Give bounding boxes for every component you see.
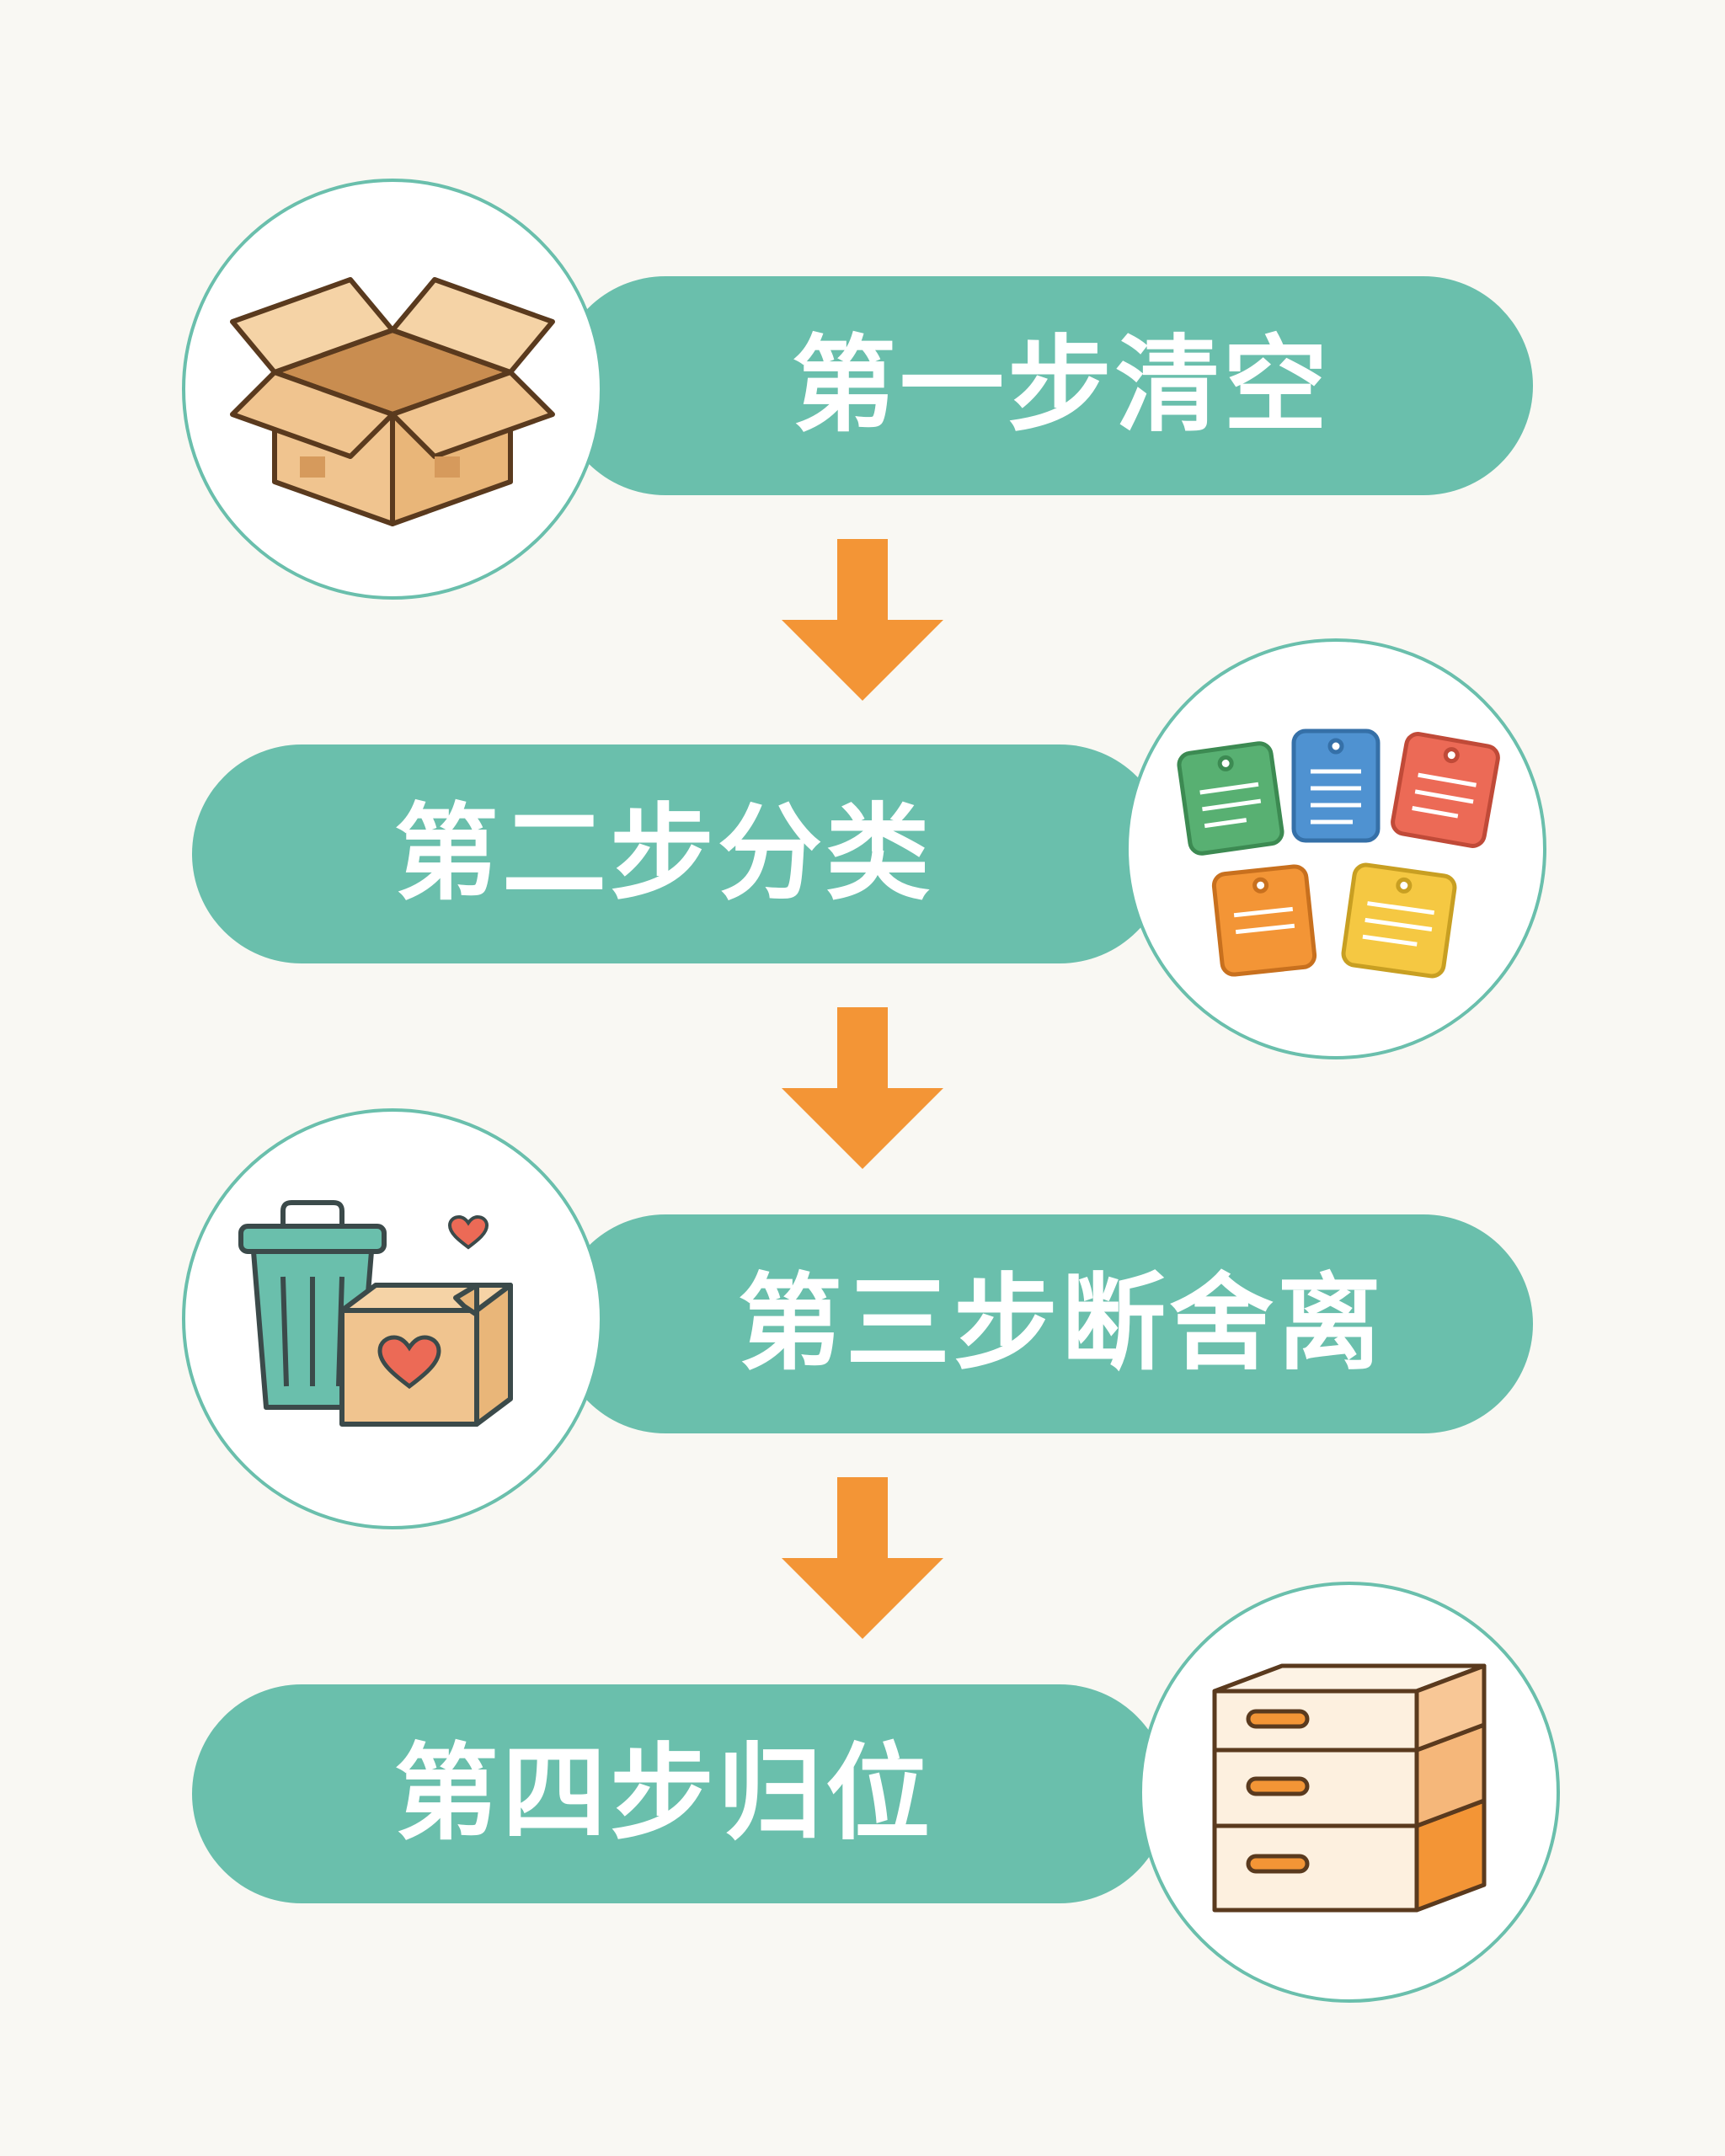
step-4-label: 第四步归位 — [393, 1733, 933, 1854]
down-arrow-icon — [782, 1477, 943, 1639]
step-2-circle — [1125, 638, 1546, 1059]
down-arrow-icon — [782, 539, 943, 701]
step-1-pill: 第一步清空 — [556, 276, 1533, 495]
step-2-label: 第二步分类 — [393, 793, 933, 915]
step-4-pill: 第四步归位 — [192, 1684, 1169, 1903]
open-cardboard-box-icon — [230, 277, 555, 526]
down-arrow-icon — [782, 1007, 943, 1169]
trash-can-and-donation-box-icon — [238, 1200, 513, 1427]
colored-tags-icon — [1177, 728, 1500, 979]
step-3-label: 第三步断舍离 — [737, 1263, 1385, 1385]
stacked-storage-boxes-icon — [1212, 1663, 1487, 1913]
step-1-label: 第一步清空 — [791, 325, 1331, 446]
step-3-pill: 第三步断舍离 — [556, 1214, 1533, 1433]
step-2-pill: 第二步分类 — [192, 744, 1169, 963]
step-3-circle — [182, 1108, 603, 1529]
step-1-circle — [182, 179, 603, 600]
step-4-circle — [1139, 1582, 1560, 2003]
